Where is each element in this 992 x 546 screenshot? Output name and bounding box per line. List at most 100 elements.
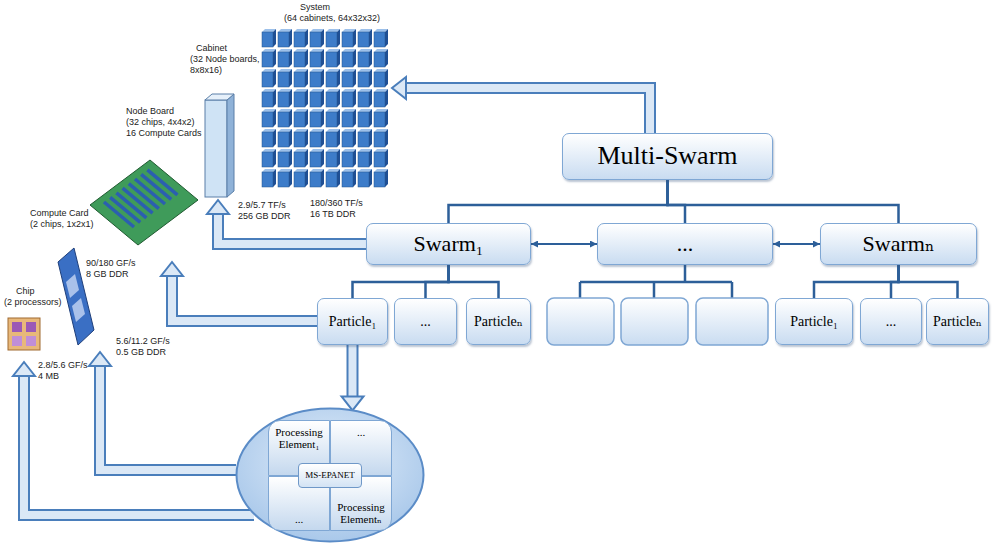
cabinet-side <box>353 129 356 147</box>
chip-illustration <box>8 318 40 350</box>
cabinet-side <box>321 29 324 47</box>
node-text: ... <box>420 314 431 329</box>
spec-label: (2 processors) <box>4 297 62 308</box>
cabinet-side <box>321 69 324 87</box>
cabinet-side <box>337 69 340 87</box>
cabinet-unit <box>262 152 273 167</box>
connector <box>773 244 820 245</box>
cabinet-side <box>353 89 356 107</box>
node-text: MS-EPANET <box>305 471 355 481</box>
tree-line <box>668 180 899 223</box>
spec-label: Chip <box>16 286 35 297</box>
cabinet-side <box>385 149 388 167</box>
connector <box>353 265 449 298</box>
mapping-arrow <box>161 262 317 321</box>
connector <box>449 180 668 223</box>
spec-label: (2 chips, 1x2x1) <box>30 219 94 230</box>
cabinet-top <box>205 94 234 100</box>
mapping-arrow <box>89 352 236 470</box>
cabinet-unit <box>374 32 385 47</box>
spec-label: (32 Node boards, 8x8x16) <box>190 54 262 76</box>
arrow-outline <box>24 376 254 515</box>
ellipse-shape <box>237 409 424 542</box>
cabinet-unit <box>358 32 369 47</box>
cabinet-unit <box>278 132 289 147</box>
cabinet-unit <box>358 92 369 107</box>
processor-core <box>12 322 22 332</box>
cabinet-unit <box>294 32 305 47</box>
spec-label: 256 GB DDR <box>238 211 291 222</box>
cabinet-side <box>305 29 308 47</box>
cabinet-side <box>305 129 308 147</box>
spec-label: 2.8/5.6 GF/s <box>38 360 88 371</box>
cabinet-unit <box>358 72 369 87</box>
chip-cache <box>12 336 22 346</box>
cabinet-side <box>369 89 372 107</box>
cabinet-unit <box>262 52 273 67</box>
spec-label: 0.5 GB DDR <box>116 347 166 358</box>
cabinet-side <box>273 129 276 147</box>
cabinet-side <box>273 149 276 167</box>
cabinet-unit <box>262 132 273 147</box>
particle-box: ... <box>394 298 457 345</box>
cabinet-side <box>289 49 292 67</box>
swarm-box: Swarm₁ <box>366 223 531 265</box>
cabinet-unit <box>342 92 353 107</box>
cabinet-side <box>289 89 292 107</box>
multi-swarm-box: Multi-Swarm <box>562 133 773 180</box>
connector <box>899 265 958 298</box>
cabinet-side <box>385 49 388 67</box>
spec-label: (32 chips, 4x4x2) <box>126 117 195 128</box>
cabinet-unit <box>326 132 337 147</box>
cabinet-unit <box>358 132 369 147</box>
empty-particle-group <box>547 265 768 345</box>
ms-epanet-box: MS-EPANET <box>298 463 362 488</box>
cabinet-unit <box>326 32 337 47</box>
cabinet-unit <box>262 32 273 47</box>
cabinet-side <box>385 69 388 87</box>
cabinet-unit <box>358 52 369 67</box>
cabinet-unit <box>294 92 305 107</box>
cabinet-illustration <box>205 94 234 197</box>
connector <box>449 265 499 298</box>
spec-label: Compute Card <box>30 208 89 219</box>
connector <box>531 244 597 245</box>
cabinet-side <box>273 69 276 87</box>
connector <box>342 345 364 410</box>
chip-cache <box>26 336 36 346</box>
node-text: ... <box>292 513 306 525</box>
cabinet-side <box>305 69 308 87</box>
node-text: Particleₙ <box>933 314 982 329</box>
cabinet-side <box>385 129 388 147</box>
node-text: Multi-Swarm <box>597 142 737 171</box>
cabinet-unit <box>374 132 385 147</box>
arrow-body <box>100 366 236 470</box>
cabinet-unit <box>294 72 305 87</box>
node-board-illustration <box>90 160 198 245</box>
card-chip <box>66 274 79 298</box>
cabinet-side <box>305 149 308 167</box>
cabinet-side <box>353 29 356 47</box>
particle-box: Particleₙ <box>926 298 989 345</box>
node-text: Swarmₙ <box>863 232 935 256</box>
cabinet-unit <box>342 32 353 47</box>
cabinet-side <box>289 169 292 187</box>
cabinet-unit <box>278 72 289 87</box>
spec-label: 5.6/11.2 GF/s <box>116 336 170 347</box>
arrow-head <box>13 362 35 376</box>
swarm-exchange-arrow <box>773 243 820 245</box>
cabinet-side <box>273 89 276 107</box>
spec-label: System <box>300 2 330 13</box>
arrow-body <box>24 376 254 515</box>
cabinet-unit <box>294 172 305 187</box>
connector <box>668 180 686 223</box>
cabinet-unit <box>310 172 321 187</box>
cabinet-unit <box>310 52 321 67</box>
arrow-outline <box>347 345 359 396</box>
cabinet-side <box>289 129 292 147</box>
cabinet-side <box>289 29 292 47</box>
empty-particle-box <box>621 298 688 345</box>
